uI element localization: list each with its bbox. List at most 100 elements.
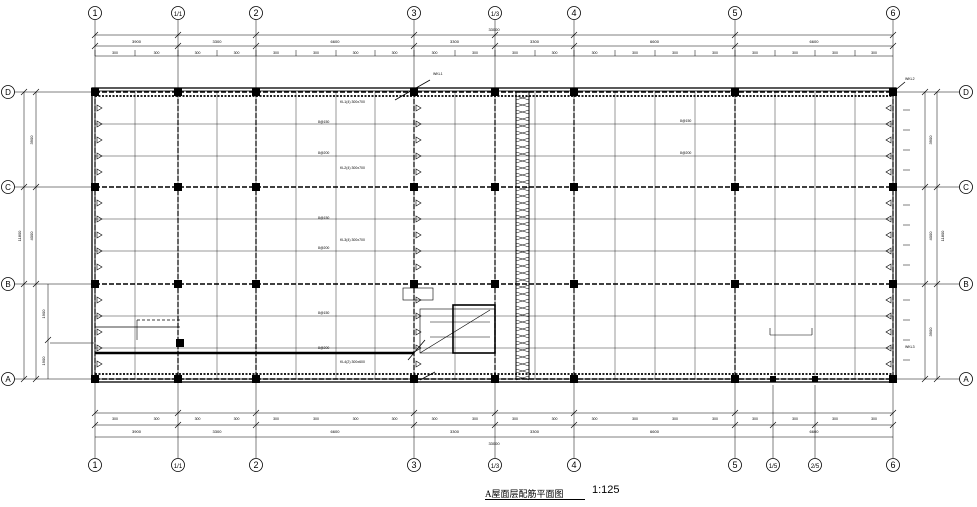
slab-arrow [415, 104, 422, 112]
column [252, 183, 260, 191]
column [252, 280, 260, 288]
column [492, 376, 498, 382]
slab-arrow [885, 312, 892, 320]
slab-arrow [415, 215, 422, 223]
shaft-hatch [515, 221, 530, 227]
dim-subvalue-bottom: 300 [472, 417, 478, 421]
dim-total-top: 33000 [488, 27, 500, 32]
shaft-hatch [515, 354, 530, 360]
axis-bubble-label: 1/1 [174, 464, 183, 470]
shaft-hatch [515, 193, 530, 199]
axis-bubble-label: 1/1 [174, 12, 183, 18]
slab-arrow [96, 328, 103, 336]
slab-arrow [885, 231, 892, 239]
shaft-hatch [515, 102, 530, 108]
axis-bubble-label: 1/3 [491, 12, 500, 18]
drawing-title: A屋面层配筋平面图 [485, 489, 564, 499]
column [491, 280, 499, 288]
dim-subvalue-bottom: 300 [273, 417, 279, 421]
dim-value-left: 3900 [29, 135, 34, 145]
slab-arrow [415, 168, 422, 176]
dim-value-top: 6600 [331, 39, 341, 44]
leader-line [407, 339, 426, 361]
shaft-hatch [515, 319, 530, 325]
shaft-hatch [515, 284, 530, 290]
rebar-detail-lines [50, 79, 910, 381]
shaft-hatch [515, 368, 530, 374]
axis-bubble [1, 180, 15, 194]
axis-grid-lines [14, 20, 962, 458]
column [174, 375, 182, 383]
dim-value-bottom: 6600 [331, 429, 341, 434]
axis-bubble-label: 4 [571, 460, 576, 470]
slab-arrow [415, 152, 422, 160]
axis-bubble [249, 6, 263, 20]
axis-bubble [88, 458, 102, 472]
axis-bubble [488, 458, 502, 472]
axis-bubble-label: 5 [732, 460, 737, 470]
axis-bubble [488, 6, 502, 20]
axis-bubble-label: 3 [411, 460, 416, 470]
dim-value-bottom: 3300 [530, 429, 540, 434]
beam-label: KL1(4) 300x700 [340, 100, 365, 104]
dim-total-bottom: 33000 [488, 441, 500, 446]
axis-bubble [407, 458, 421, 472]
dim-value-left: 4000 [29, 231, 34, 241]
shaft-hatch [515, 151, 530, 157]
shaft-hatch [515, 312, 530, 318]
column [731, 88, 739, 96]
dim-subvalue-bottom: 300 [195, 417, 201, 421]
shaft-hatch [515, 137, 530, 143]
axis-bubble-label: C [963, 183, 969, 192]
dim-subvalue-bottom: 300 [313, 417, 319, 421]
dim-subvalue-top: 300 [432, 51, 438, 55]
column [176, 339, 184, 347]
dim-subvalue-bottom: 300 [712, 417, 718, 421]
column [91, 183, 99, 191]
axis-bubble [959, 372, 973, 386]
dim-subvalue-top: 300 [632, 51, 638, 55]
shaft-hatch [515, 200, 530, 206]
axis-bubble [886, 6, 900, 20]
slab-arrow [415, 199, 422, 207]
axis-bubble-label: 2/5 [811, 464, 820, 470]
slab-arrow [96, 199, 103, 207]
shaft-hatch [515, 165, 530, 171]
dimension-lines [20, 31, 941, 438]
dim-subvalue-bottom: 300 [512, 417, 518, 421]
column [570, 183, 578, 191]
corner-note: WKL3 [905, 345, 915, 349]
axis-bubble-label: A [5, 375, 11, 384]
dim-subvalue-top: 300 [273, 51, 279, 55]
dim-subvalue-bottom: 300 [792, 417, 798, 421]
dim-value-left: 1900 [41, 356, 46, 366]
axis-bubble [959, 180, 973, 194]
axis-bubble [808, 458, 822, 472]
column [252, 375, 260, 383]
dim-subvalue-bottom: 300 [832, 417, 838, 421]
shaft-hatch [515, 242, 530, 248]
dim-total-left: 11800 [17, 230, 22, 242]
dim-subvalue-top: 300 [871, 51, 877, 55]
slab-arrow [885, 104, 892, 112]
dim-value-top: 6600 [650, 39, 660, 44]
column [491, 183, 499, 191]
corner-note: WKL1 [433, 72, 443, 76]
axis-bubble-label: C [5, 183, 11, 192]
column [410, 88, 418, 96]
dim-value-left: 1900 [41, 309, 46, 319]
corner-note: WKL2 [905, 77, 915, 81]
dim-value-top: 6600 [810, 39, 820, 44]
column [889, 183, 897, 191]
shaft-hatch [515, 277, 530, 283]
shaft-hatch [515, 179, 530, 185]
dim-value-right: 3900 [928, 135, 933, 145]
column [410, 183, 418, 191]
column [252, 88, 260, 96]
shaft-hatch [515, 270, 530, 276]
shaft-hatch [515, 291, 530, 297]
axis-bubble-label: 1/5 [769, 464, 778, 470]
slab-arrow [885, 120, 892, 128]
